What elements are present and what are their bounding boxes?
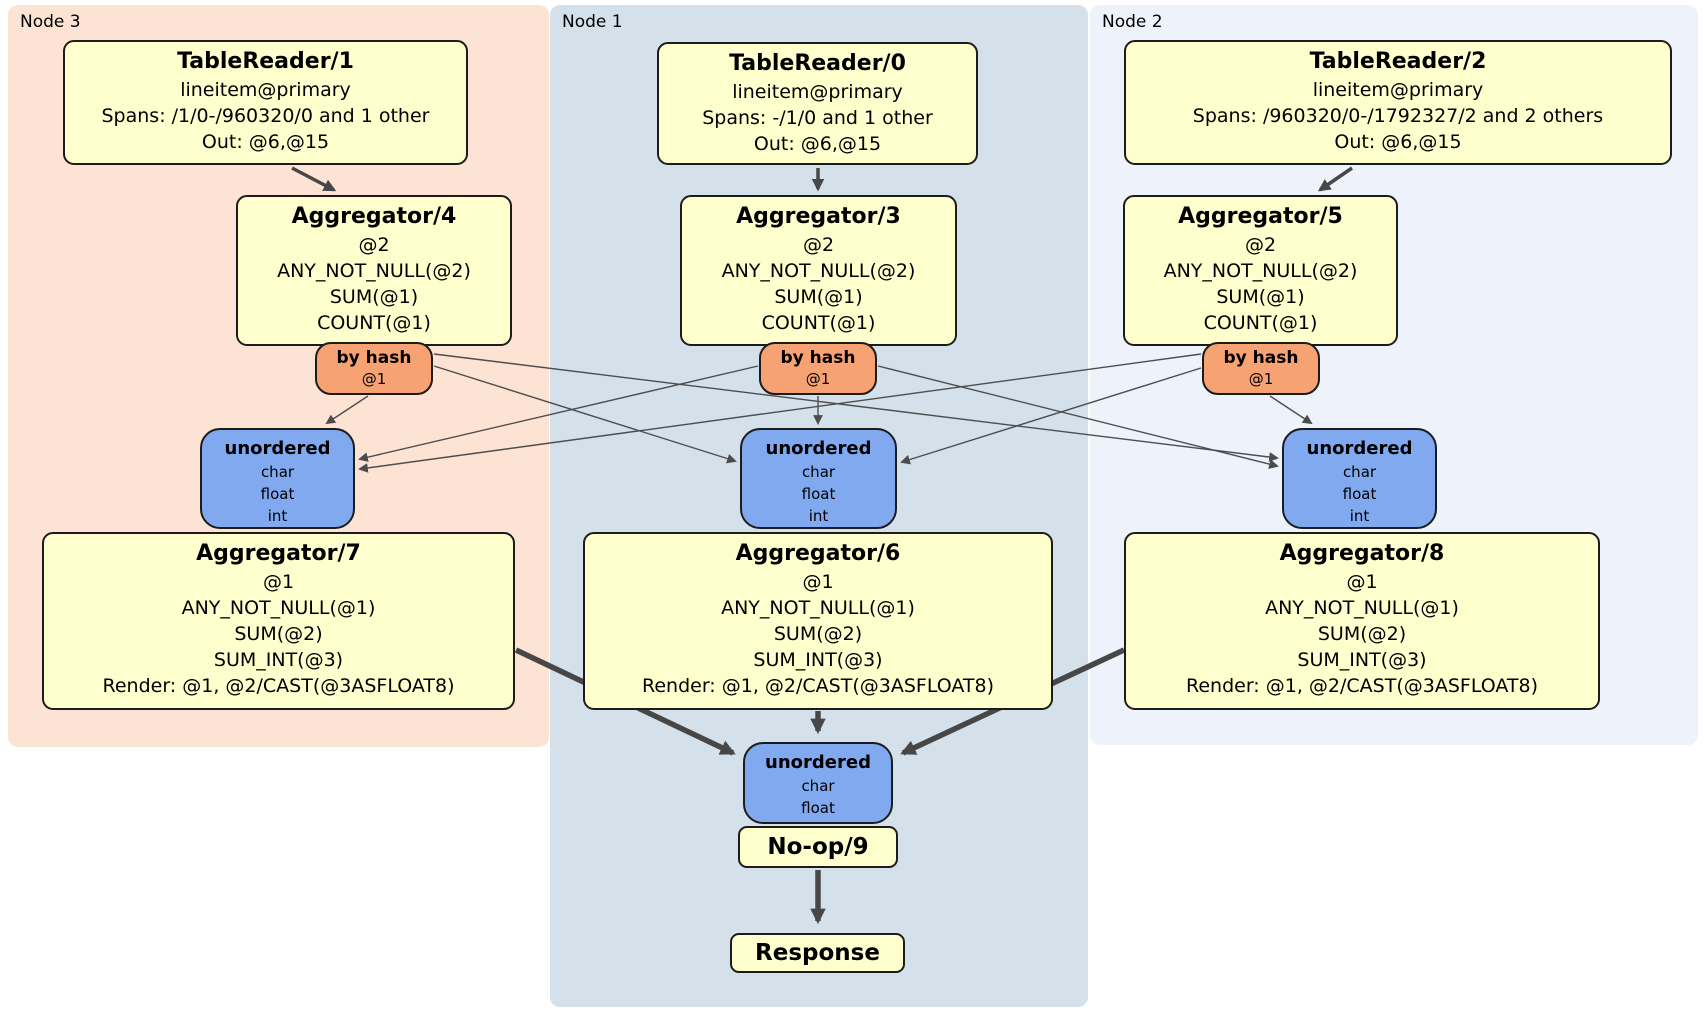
node-line: ANY_NOT_NULL(@1) <box>721 597 915 619</box>
aggregator-8-node: Aggregator/8 @1 ANY_NOT_NULL(@1) SUM(@2)… <box>1124 532 1600 710</box>
node-line: lineitem@primary <box>1312 79 1484 101</box>
node-line: SUM(@2) <box>1317 623 1407 645</box>
node-title: Aggregator/3 <box>736 204 901 229</box>
sync-line: float <box>801 799 835 817</box>
unordered-sync-final: unordered char float <box>743 742 893 824</box>
node-title: TableReader/0 <box>729 51 906 76</box>
node-title: Aggregator/6 <box>735 541 901 566</box>
node-line: Render: @1, @2/CAST(@3ASFLOAT8) <box>642 675 994 697</box>
unordered-sync-node2: unordered char float int <box>1282 428 1437 529</box>
node-line: lineitem@primary <box>180 79 351 101</box>
node-line: lineitem@primary <box>732 81 903 103</box>
node-line: Render: @1, @2/CAST(@3ASFLOAT8) <box>1186 675 1538 697</box>
node3-label: Node 3 <box>20 12 81 32</box>
sync-line: char <box>801 463 836 481</box>
node-line: Render: @1, @2/CAST(@3ASFLOAT8) <box>102 675 455 697</box>
sync-title: unordered <box>765 752 871 773</box>
node-line: SUM_INT(@3) <box>1297 649 1427 671</box>
sync-title: unordered <box>765 438 872 459</box>
sync-line: char <box>801 777 835 795</box>
sync-line: int <box>267 507 288 525</box>
by-hash-router-4: by hash @1 <box>315 342 433 395</box>
node-title: Aggregator/5 <box>1178 204 1343 229</box>
aggregator-3-node: Aggregator/3 @2 ANY_NOT_NULL(@2) SUM(@1)… <box>680 195 957 346</box>
node-line: COUNT(@1) <box>1203 312 1318 334</box>
noop-node: No-op/9 <box>738 826 898 868</box>
node-line: Out: @6,@15 <box>1334 131 1462 153</box>
node-title: Aggregator/4 <box>291 204 457 229</box>
by-hash-router-5: by hash @1 <box>1202 342 1320 395</box>
unordered-sync-node1: unordered char float int <box>740 428 897 529</box>
aggregator-4-node: Aggregator/4 @2 ANY_NOT_NULL(@2) SUM(@1)… <box>236 195 512 346</box>
node-line: SUM_INT(@3) <box>753 649 883 671</box>
sync-line: float <box>260 485 295 503</box>
node-title: TableReader/1 <box>177 49 354 74</box>
node1-label: Node 1 <box>562 12 623 32</box>
tablereader-0-node: TableReader/0 lineitem@primary Spans: -/… <box>657 42 978 165</box>
node-line: SUM(@2) <box>773 623 863 645</box>
node-line: SUM_INT(@3) <box>213 649 344 671</box>
node-line: Spans: /1/0-/960320/0 and 1 other <box>101 105 430 127</box>
node-title: No-op/9 <box>767 834 869 860</box>
sync-title: unordered <box>224 438 331 459</box>
by-hash-router-3: by hash @1 <box>759 342 877 395</box>
node-line: @2 <box>802 234 835 256</box>
node-line: COUNT(@1) <box>317 312 431 334</box>
sync-line: char <box>260 463 295 481</box>
node-title: TableReader/2 <box>1309 49 1487 74</box>
aggregator-5-node: Aggregator/5 @2 ANY_NOT_NULL(@2) SUM(@1)… <box>1123 195 1398 346</box>
node-line: ANY_NOT_NULL(@2) <box>277 260 471 282</box>
sync-title: unordered <box>1306 438 1413 459</box>
node-line: SUM(@1) <box>329 286 419 308</box>
node-line: SUM(@2) <box>234 623 323 645</box>
node-line: ANY_NOT_NULL(@1) <box>181 597 376 619</box>
node-line: @2 <box>358 234 390 256</box>
node-line: ANY_NOT_NULL(@2) <box>721 260 916 282</box>
router-line: @1 <box>1248 370 1274 388</box>
node-line: Out: @6,@15 <box>753 133 882 155</box>
node-line: @1 <box>802 571 834 593</box>
node-line: @2 <box>1244 234 1277 256</box>
node-line: @1 <box>1346 571 1378 593</box>
node-line: COUNT(@1) <box>761 312 876 334</box>
tablereader-1-node: TableReader/1 lineitem@primary Spans: /1… <box>63 40 468 165</box>
node-line: Spans: /960320/0-/1792327/2 and 2 others <box>1192 105 1604 127</box>
node-line: @1 <box>262 571 295 593</box>
router-title: by hash <box>336 348 412 368</box>
sync-line: float <box>801 485 836 503</box>
sync-line: int <box>808 507 829 525</box>
node-line: SUM(@1) <box>774 286 863 308</box>
node-title: Aggregator/7 <box>196 541 361 566</box>
sync-line: int <box>1349 507 1370 525</box>
router-title: by hash <box>1223 348 1299 368</box>
router-line: @1 <box>361 370 387 388</box>
aggregator-6-node: Aggregator/6 @1 ANY_NOT_NULL(@1) SUM(@2)… <box>583 532 1053 710</box>
response-node: Response <box>730 933 905 973</box>
node-line: ANY_NOT_NULL(@2) <box>1163 260 1358 282</box>
node-title: Aggregator/8 <box>1279 541 1445 566</box>
unordered-sync-node3: unordered char float int <box>200 428 355 529</box>
node-line: Out: @6,@15 <box>201 131 330 153</box>
node-line: ANY_NOT_NULL(@1) <box>1265 597 1459 619</box>
sync-line: char <box>1342 463 1377 481</box>
node2-label: Node 2 <box>1102 12 1163 32</box>
node-line: SUM(@1) <box>1216 286 1305 308</box>
node-title: Response <box>755 940 880 966</box>
node-line: Spans: -/1/0 and 1 other <box>702 107 933 129</box>
router-title: by hash <box>780 348 856 368</box>
tablereader-2-node: TableReader/2 lineitem@primary Spans: /9… <box>1124 40 1672 165</box>
router-line: @1 <box>805 370 831 388</box>
aggregator-7-node: Aggregator/7 @1 ANY_NOT_NULL(@1) SUM(@2)… <box>42 532 515 710</box>
sync-line: float <box>1342 485 1377 503</box>
